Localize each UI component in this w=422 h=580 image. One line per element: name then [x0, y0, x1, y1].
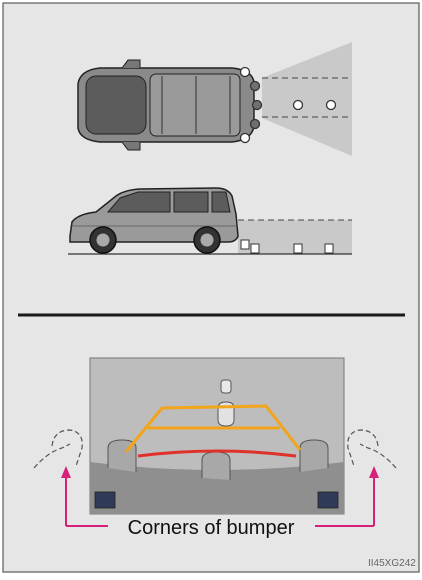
sensor-rear-3-icon: [251, 120, 260, 129]
obstacle-post-right: [300, 440, 328, 472]
screen-sensor-icon-left: [95, 492, 115, 508]
figure-code: II45XG242: [368, 558, 416, 569]
screen-sensor-icon-right: [318, 492, 338, 508]
side-sensor-icon: [241, 240, 249, 249]
sensor-rear-2-icon: [253, 101, 262, 110]
obstacle-box-icon-1: [251, 244, 259, 253]
sensor-corner-right-icon: [241, 134, 250, 143]
obstacle-post-center: [202, 452, 230, 480]
far-obstacle: [221, 380, 231, 393]
sensor-rear-1-icon: [251, 82, 260, 91]
obstacle-box-icon-2: [294, 244, 302, 253]
obstacle-marker-1: [294, 101, 303, 110]
obstacle-marker-2: [327, 101, 336, 110]
suv-top-view-icon: [78, 60, 254, 150]
obstacle-box-icon-3: [325, 244, 333, 253]
sensor-corner-left-icon: [241, 68, 250, 77]
callout-caption: Corners of bumper: [128, 517, 295, 539]
